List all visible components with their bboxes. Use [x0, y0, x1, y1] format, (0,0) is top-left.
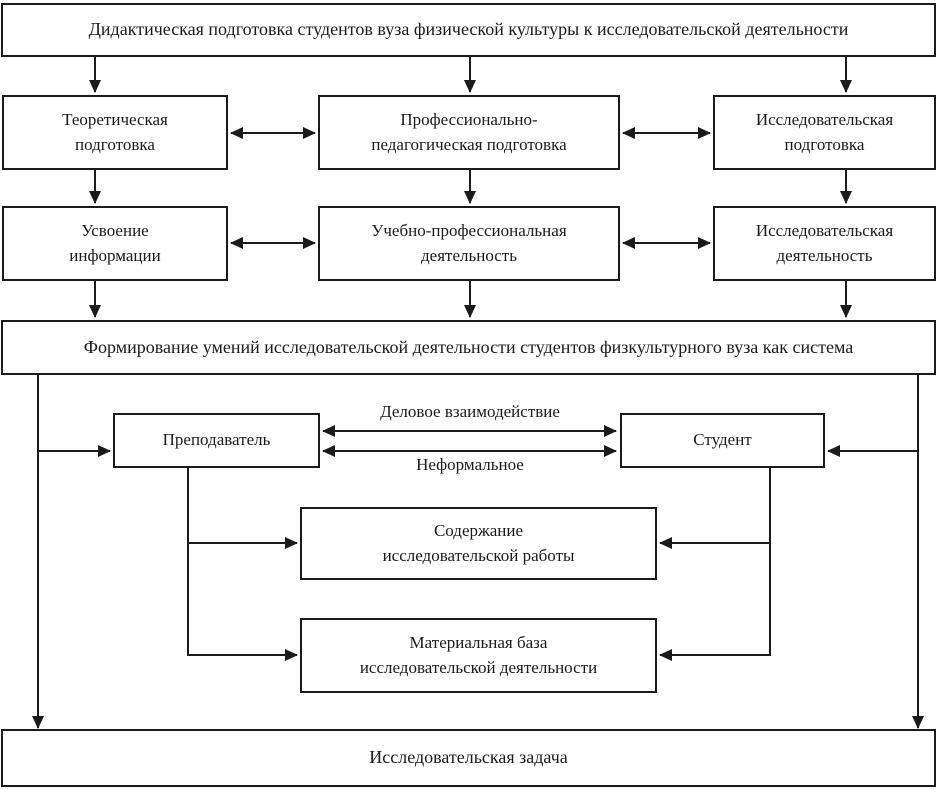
bottom-banner-box: Исследовательская задача: [1, 729, 936, 787]
label-business-interaction: Деловое взаимодействие: [380, 402, 560, 421]
box-educational-professional-activity: Учебно-профессиональная деятельность: [318, 206, 620, 281]
box-professional-pedagogical-preparation: Профессионально- педагогическая подготов…: [318, 95, 620, 170]
box-research-activity: Исследовательская деятельность: [713, 206, 936, 281]
box-material-base: Материальная база исследовательской деят…: [300, 618, 657, 693]
top-banner-box: Дидактическая подготовка студентов вуза …: [1, 3, 936, 57]
box-research-work-content: Содержание исследовательской работы: [300, 507, 657, 580]
system-banner-box: Формирование умений исследовательской де…: [1, 320, 936, 375]
box-theoretical-preparation: Теоретическая подготовка: [2, 95, 228, 170]
arrow-student-to-material: [659, 468, 771, 661]
label-informal-interaction: Неформальное: [416, 455, 524, 474]
box-teacher: Преподаватель: [113, 413, 320, 468]
box-student: Студент: [620, 413, 825, 468]
box-research-preparation: Исследовательская подготовка: [713, 95, 936, 170]
arrow-teacher-to-material: [187, 468, 298, 661]
box-information-assimilation: Усвоение информации: [2, 206, 228, 281]
